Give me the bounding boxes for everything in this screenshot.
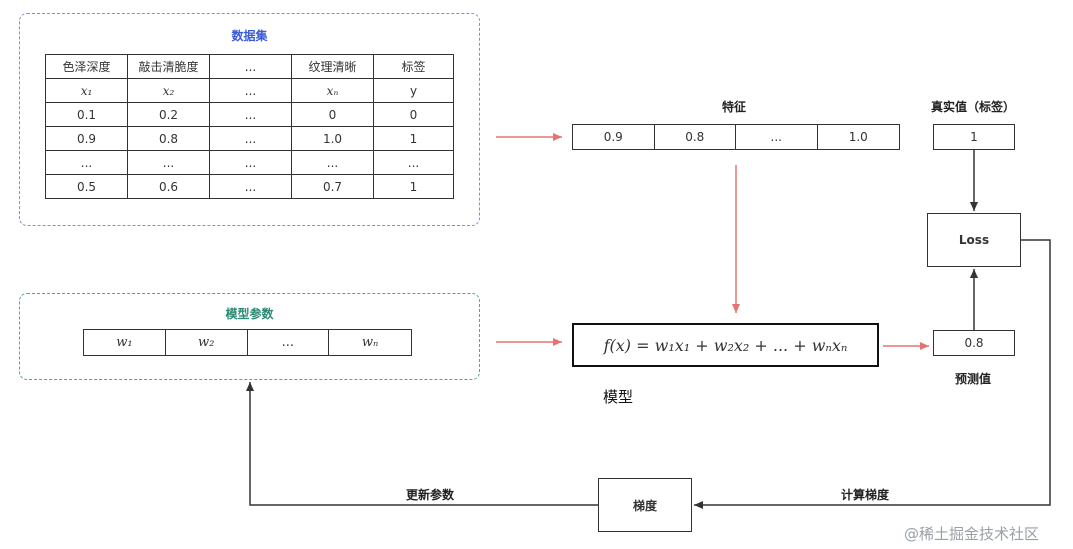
features-label: 特征 bbox=[722, 100, 747, 114]
symbol-cell: y bbox=[373, 78, 454, 103]
table-row: 0.5 0.6 ... 0.7 1 bbox=[45, 174, 454, 199]
params-group: 模型参数 bbox=[19, 293, 480, 380]
params-row: w₁ w₂ ... wₙ bbox=[83, 329, 412, 356]
table-cell: 0.1 bbox=[45, 102, 128, 127]
loss-box: Loss bbox=[927, 213, 1021, 267]
arrow-loss-to-gradient bbox=[694, 239, 1051, 509]
table-cell: ... bbox=[209, 126, 292, 151]
symbol-cell: ... bbox=[209, 78, 292, 103]
gradient-box: 梯度 bbox=[598, 478, 692, 532]
table-cell: 1 bbox=[373, 174, 454, 199]
dataset-group: 数据集 色泽深度 敲击清脆度 ... 纹理清晰 标签 x₁ x₂ ... xₙ … bbox=[19, 13, 480, 226]
table-cell: 0.6 bbox=[127, 174, 210, 199]
model-formula-box: f(x) = w₁x₁ + w₂x₂ + ... + wₙxₙ bbox=[572, 323, 879, 367]
param-cell: wₙ bbox=[361, 335, 379, 350]
compute-gradient-label: 计算梯度 bbox=[841, 488, 890, 502]
table-cell: 0.7 bbox=[291, 174, 374, 199]
table-symbol-row: x₁ x₂ ... xₙ y bbox=[45, 78, 454, 103]
header-cell: 色泽深度 bbox=[45, 54, 128, 79]
header-cell: 纹理清晰 bbox=[291, 54, 374, 79]
watermark: @稀土掘金技术社区 bbox=[904, 525, 1040, 543]
table-cell: 0.5 bbox=[45, 174, 128, 199]
dataset-title: 数据集 bbox=[231, 29, 268, 43]
table-row: 0.1 0.2 ... 0 0 bbox=[45, 102, 454, 127]
features-row: 0.9 0.8 ... 1.0 bbox=[572, 124, 900, 150]
param-cell: ... bbox=[248, 330, 330, 355]
table-cell: ... bbox=[127, 150, 210, 175]
truth-label: 真实值（标签） bbox=[931, 100, 1016, 114]
update-params-label: 更新参数 bbox=[406, 488, 455, 502]
table-cell: ... bbox=[209, 102, 292, 127]
feature-cell: 0.9 bbox=[573, 125, 655, 149]
param-cell: w₂ bbox=[166, 330, 248, 355]
feature-cell: ... bbox=[736, 125, 818, 149]
param-cell: w₁ bbox=[84, 330, 166, 355]
header-cell: 敲击清脆度 bbox=[127, 54, 210, 79]
dataset-table: 色泽深度 敲击清脆度 ... 纹理清晰 标签 x₁ x₂ ... xₙ y 0.… bbox=[45, 54, 454, 199]
symbol-cell: x₂ bbox=[127, 78, 210, 103]
prediction-label: 预测值 bbox=[955, 372, 992, 386]
feature-cell: 0.8 bbox=[655, 125, 736, 149]
params-title: 模型参数 bbox=[225, 307, 274, 321]
prediction-box: 0.8 bbox=[933, 330, 1015, 356]
table-cell: ... bbox=[45, 150, 128, 175]
table-row: 0.9 0.8 ... 1.0 1 bbox=[45, 126, 454, 151]
truth-box: 1 bbox=[933, 124, 1015, 150]
table-cell: ... bbox=[209, 174, 292, 199]
model-caption: 模型 bbox=[603, 388, 634, 406]
table-header-row: 色泽深度 敲击清脆度 ... 纹理清晰 标签 bbox=[45, 54, 454, 79]
table-cell: ... bbox=[373, 150, 454, 175]
feature-cell: 1.0 bbox=[848, 130, 868, 144]
arrow-gradient-to-params bbox=[246, 382, 598, 506]
header-cell: ... bbox=[209, 54, 292, 79]
